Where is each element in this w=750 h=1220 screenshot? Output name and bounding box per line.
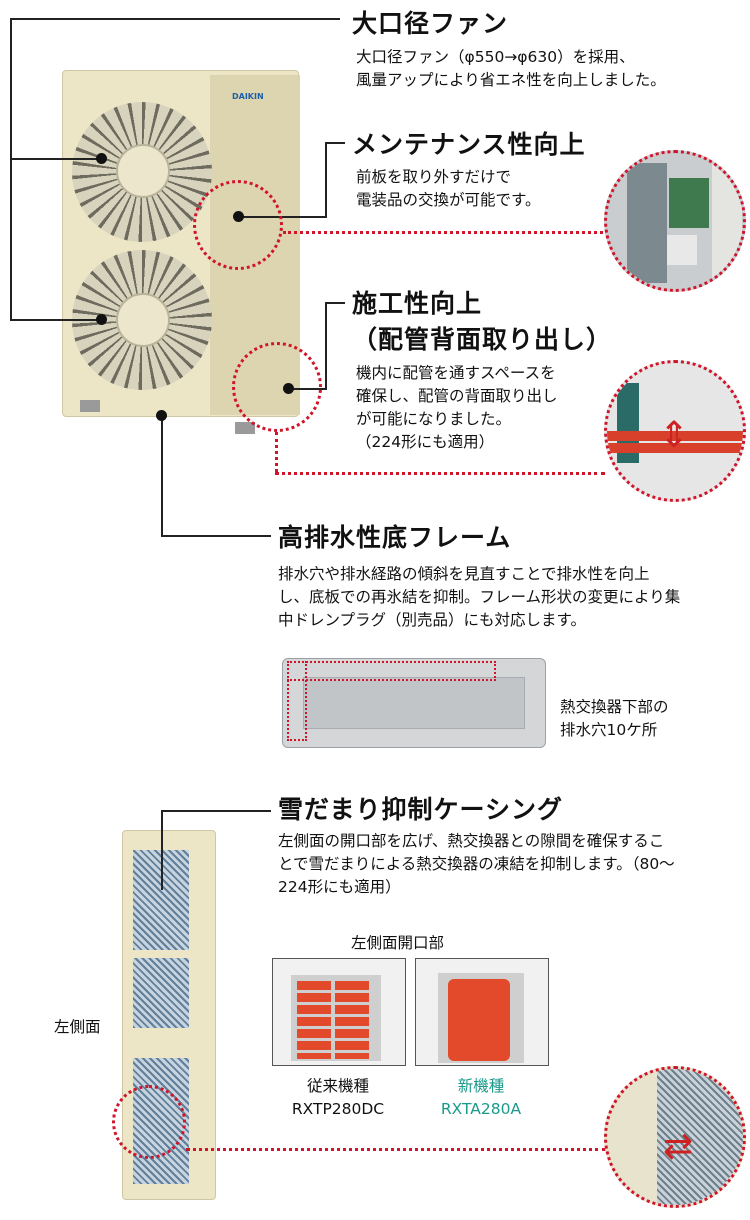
new-model-opening-image (415, 958, 549, 1066)
highlight-connector (275, 432, 278, 472)
zoom-rear-piping: ⇕ (604, 360, 746, 502)
base-frame-image (282, 658, 546, 748)
leader-line (325, 142, 327, 218)
snow-section-desc: 左側面の開口部を広げ、熱交換器との隙間を確保することで雪だまりによる熱交換器の凍… (278, 832, 675, 896)
installation-section-title: 施工性向上（配管背面取り出し） (352, 289, 613, 354)
lower-fan-hub (116, 293, 170, 347)
old-model-opening-image (272, 958, 406, 1066)
leader-line (161, 535, 271, 537)
leader-line (161, 418, 163, 536)
callout-dot (156, 410, 167, 421)
maintenance-section-desc: 前板を取り外すだけで電装品の交換が可能です。 (356, 168, 541, 209)
highlight-circle (232, 342, 322, 432)
highlight-connector (283, 231, 608, 234)
leader-line (325, 142, 345, 144)
installation-section-desc: 機内に配管を通すスペースを確保し、配管の背面取り出し が可能になりました。（22… (356, 364, 558, 451)
brand-logo: DAIKIN (232, 92, 264, 101)
zoom-electrical-parts (604, 150, 746, 292)
callout-dot (96, 314, 107, 325)
drain-hole-caption: 熱交換器下部の排水穴10ケ所 (560, 698, 669, 739)
upper-fan-hub (116, 144, 170, 198)
leader-line (161, 810, 271, 812)
highlight-circle (112, 1085, 186, 1159)
snow-section-title: 雪だまり抑制ケーシング (278, 795, 564, 824)
leader-line (325, 302, 345, 304)
maintenance-section-title: メンテナンス性向上 (352, 130, 586, 159)
unit-foot-left (80, 400, 100, 412)
left-side-label: 左側面 (54, 1018, 101, 1036)
leader-line (161, 810, 163, 890)
highlight-connector (275, 472, 605, 475)
highlight-circle (193, 180, 283, 270)
opening-comparison-label: 左側面開口部 (351, 934, 445, 952)
highlight-connector (186, 1148, 606, 1151)
leader-line (10, 18, 12, 320)
fan-section-desc: 大口径ファン（φ550→φ630）を採用、風量アップにより省エネ性を向上しました… (356, 48, 666, 89)
leader-line (325, 302, 327, 390)
leader-line (10, 319, 102, 321)
zoom-snow-gap: ⇄ (604, 1066, 746, 1208)
unit-foot-right (235, 422, 255, 434)
drainage-section-title: 高排水性底フレーム (278, 523, 512, 552)
fan-section-title: 大口径ファン (352, 9, 509, 38)
leader-line (10, 18, 340, 20)
leader-line (10, 158, 102, 160)
drainage-section-desc: 排水穴や排水経路の傾斜を見直すことで排水性を向上し、底板での再氷結を抑制。フレー… (278, 565, 681, 629)
side-view-opening-middle (133, 958, 189, 1028)
callout-dot (96, 153, 107, 164)
